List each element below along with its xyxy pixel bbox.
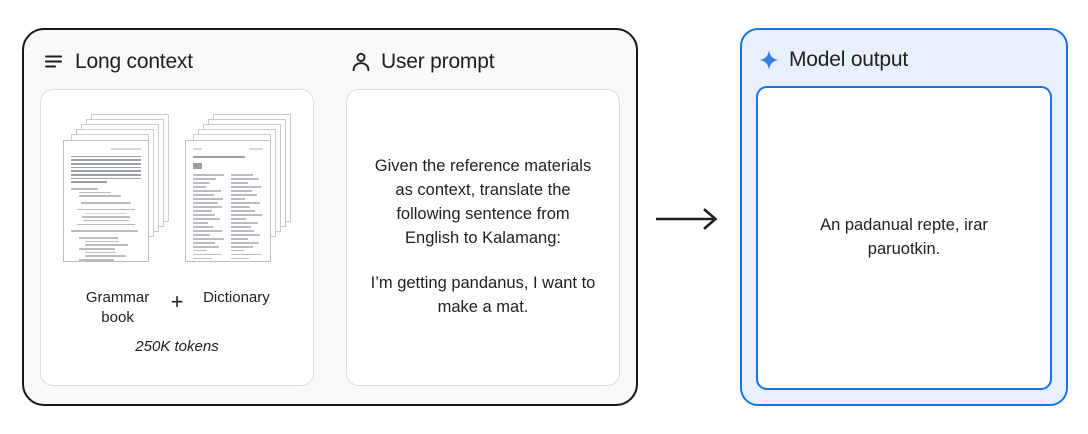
long-context-header: Long context <box>40 44 314 80</box>
grammar-book-label: Grammar book <box>85 289 150 327</box>
prompt-card: Given the reference materials as context… <box>346 89 620 386</box>
model-output-title: Model output <box>789 48 909 71</box>
user-prompt-panel: User prompt Given the reference material… <box>330 30 636 404</box>
align-left-lines-icon <box>44 51 66 73</box>
document-stacks <box>63 114 291 276</box>
document-labels: Grammar book + Dictionary <box>75 288 280 329</box>
long-context-title: Long context <box>75 50 193 73</box>
dictionary-page-front <box>185 140 271 262</box>
user-prompt-header: User prompt <box>346 44 620 80</box>
long-context-panel: Long context <box>24 30 330 404</box>
plus-separator: + <box>170 289 184 314</box>
sparkle-icon <box>758 49 780 71</box>
user-prompt-title: User prompt <box>381 50 495 73</box>
right-arrow-icon <box>655 208 725 230</box>
model-output-text: An padanual repte, irar paruotkin. <box>820 216 988 258</box>
model-output-card: An padanual repte, irar paruotkin. <box>756 86 1052 390</box>
prompt-instruction: Given the reference materials as context… <box>374 156 592 247</box>
token-count-label: 250K tokens <box>135 338 219 355</box>
grammar-page-front <box>63 140 149 262</box>
documents-card: Grammar book + Dictionary 250K tokens <box>40 89 314 386</box>
model-output-header: Model output <box>756 42 1052 78</box>
output-container: Model output An padanual repte, irar par… <box>740 28 1068 406</box>
person-icon <box>350 51 372 73</box>
dictionary-stack <box>185 114 291 276</box>
grammar-book-stack <box>63 114 169 276</box>
dictionary-label: Dictionary <box>203 289 270 306</box>
input-container: Long context <box>22 28 638 406</box>
prompt-sentence: I’m getting pandanus, I want to make a m… <box>370 274 596 317</box>
